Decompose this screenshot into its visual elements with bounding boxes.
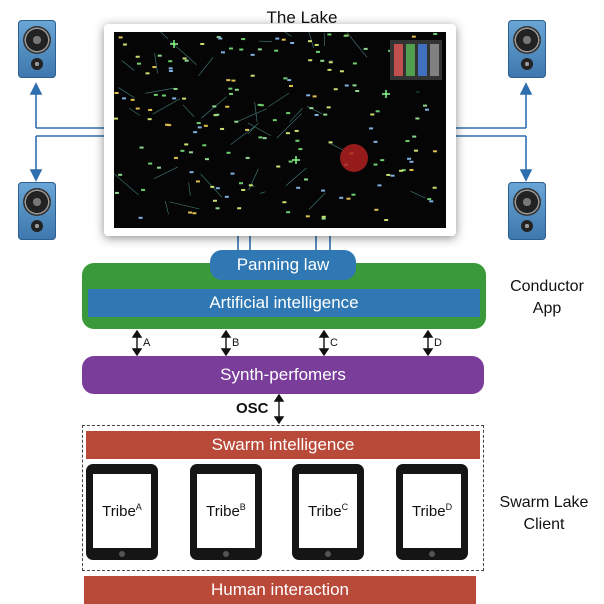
synth-performers-box: Synth-perfomers (82, 356, 484, 394)
human-interaction-box: Human interaction (84, 576, 476, 604)
panning-law-box: Panning law (210, 250, 356, 280)
artificial-intelligence-box: Artificial intelligence (88, 289, 480, 317)
swarm-lake-client-boundary (82, 425, 484, 571)
speaker-icon (508, 182, 546, 240)
lake-title: The Lake (266, 8, 338, 27)
speaker-icon (508, 20, 546, 78)
speaker-icon (18, 182, 56, 240)
swarm-lake-client-label: Swarm Lake Client (499, 494, 589, 533)
tablet-icon-tribe-d: TribeD (396, 464, 468, 560)
channel-label-c: C (330, 337, 338, 349)
tribe-label: TribeA (102, 502, 142, 520)
speaker-icon (18, 20, 56, 78)
lake-visualization (114, 32, 446, 228)
conductor-app-label: Conductor App (510, 278, 584, 317)
channel-label-a: A (143, 337, 151, 349)
tribe-label: TribeC (307, 502, 349, 520)
channel-label-d: D (434, 337, 442, 349)
tablet-icon-tribe-c: TribeC (292, 464, 364, 560)
osc-label: OSC (236, 400, 269, 417)
swarm-intelligence-box: Swarm intelligence (86, 431, 480, 459)
tablet-icon-tribe-b: TribeB (190, 464, 262, 560)
tribe-label: TribeD (411, 502, 453, 520)
tablet-icon-tribe-a: TribeA (86, 464, 158, 560)
tribe-label: TribeB (206, 502, 246, 520)
channel-label-b: B (232, 337, 240, 349)
lake-screen (104, 24, 456, 236)
